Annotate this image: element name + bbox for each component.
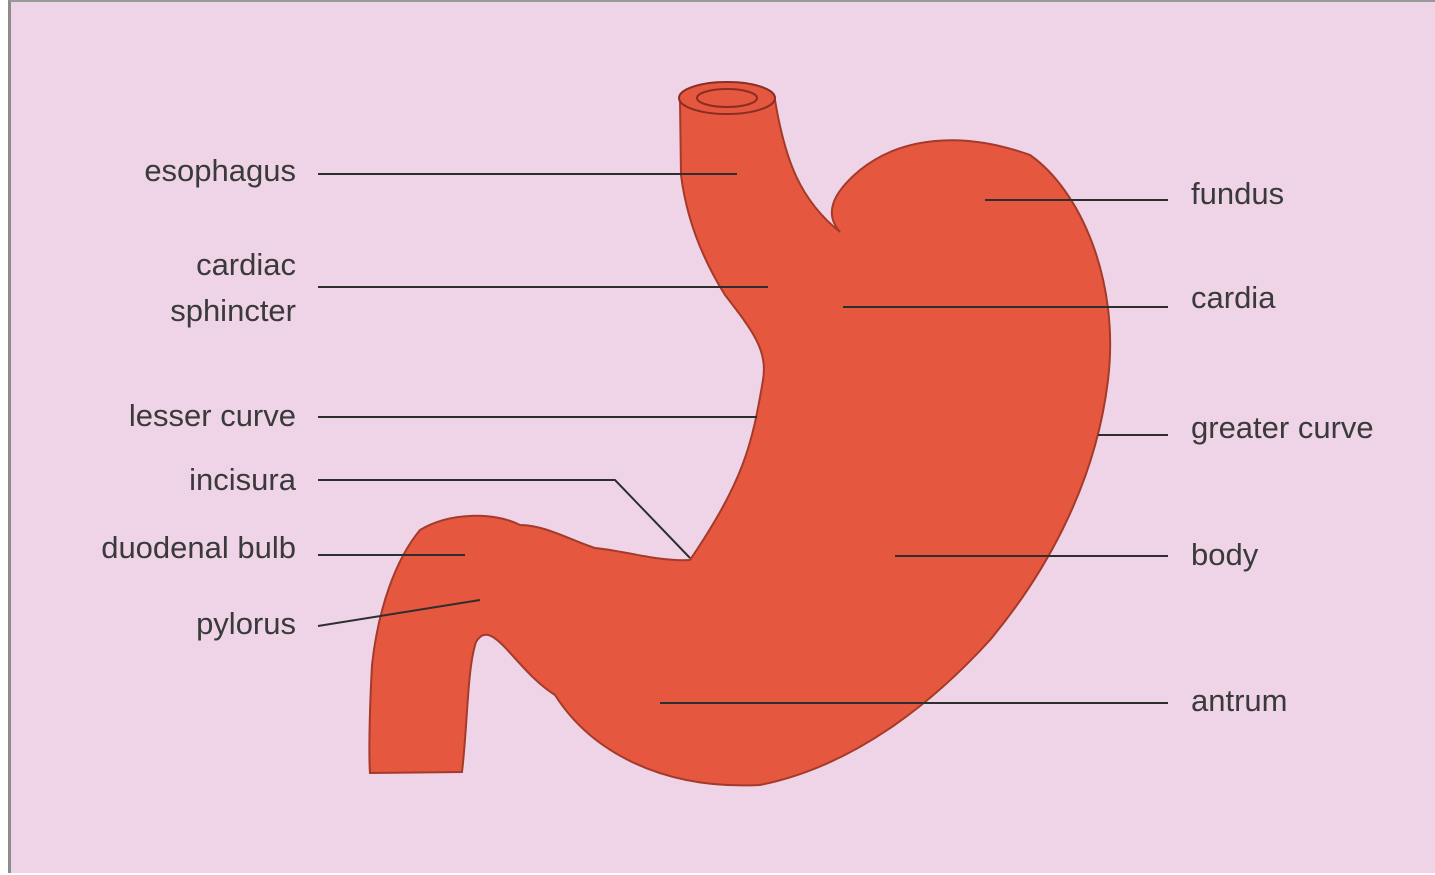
label-antrum: antrum [1191, 683, 1287, 718]
label-incisura: incisura [189, 462, 297, 497]
label-esophagus: esophagus [144, 153, 296, 188]
label-cardia: cardia [1191, 280, 1276, 315]
stomach-shape [369, 100, 1110, 785]
esophagus-opening [679, 82, 775, 114]
label-lesser-curve: lesser curve [129, 398, 296, 433]
label-greater-curve: greater curve [1191, 410, 1374, 445]
label-sphincter: sphincter [170, 293, 296, 328]
label-duodenal-bulb: duodenal bulb [101, 530, 296, 565]
label-body: body [1191, 537, 1259, 572]
label-fundus: fundus [1191, 176, 1284, 211]
label-pylorus: pylorus [196, 606, 296, 641]
label-cardiac: cardiac [196, 247, 296, 282]
